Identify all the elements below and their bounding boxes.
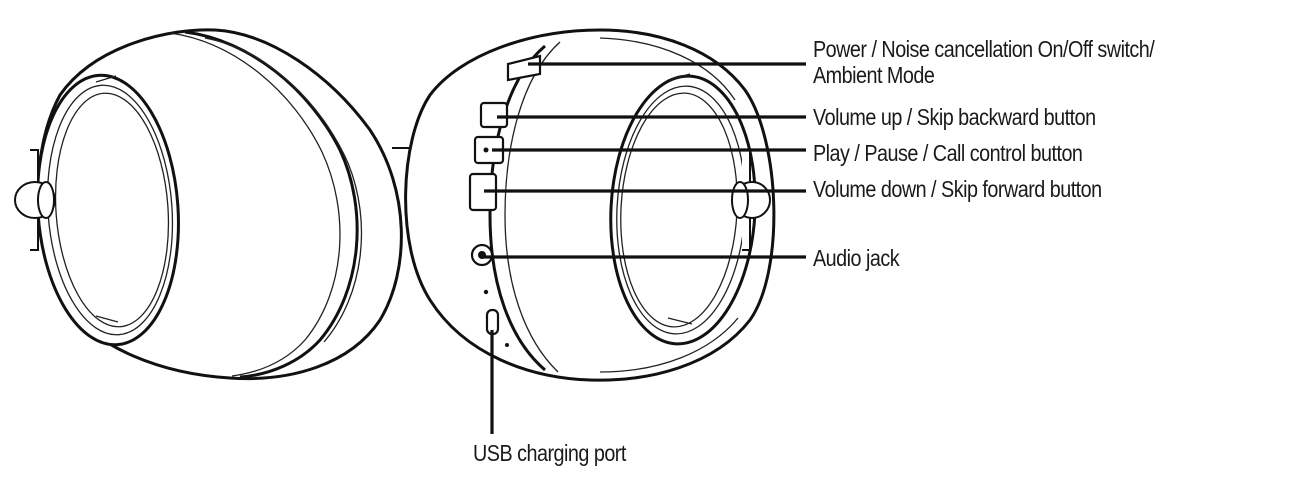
power-switch (506, 54, 542, 82)
audio-jack-port (470, 243, 494, 267)
play-pause-label: Play / Pause / Call control button (813, 140, 1083, 166)
led-indicator (483, 289, 489, 295)
left-earcup (14, 28, 403, 381)
power-label: Power / Noise cancellation On/Off switch… (813, 36, 1155, 88)
right-earcup (404, 28, 776, 382)
volume-up-label: Volume up / Skip backward button (813, 104, 1096, 130)
power-label-line2: Ambient Mode (813, 62, 935, 88)
audio-jack-label: Audio jack (813, 245, 900, 271)
power-label-line1: Power / Noise cancellation On/Off switch… (813, 36, 1155, 62)
volume-up-button (479, 101, 509, 129)
volume-down-label: Volume down / Skip forward button (813, 176, 1102, 202)
usb-port-label: USB charging port (473, 440, 626, 466)
